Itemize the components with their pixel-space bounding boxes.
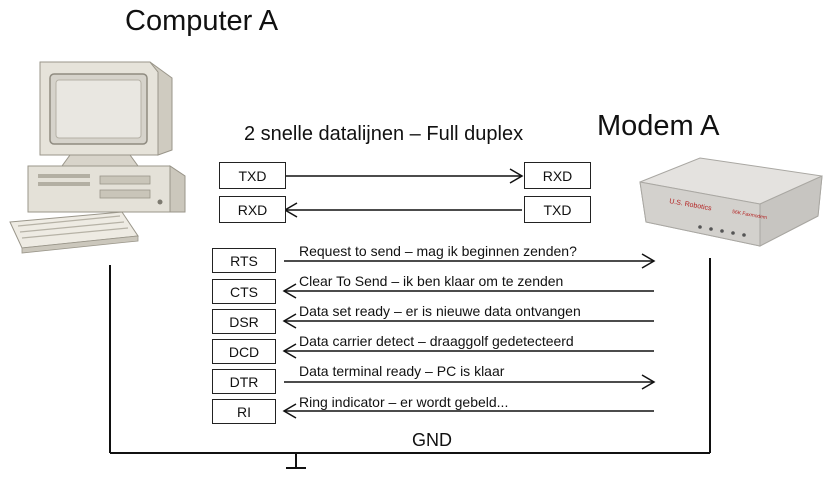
signal-description-dtr: Data terminal ready – PC is klaar bbox=[299, 363, 505, 379]
signal-box-dcd: DCD bbox=[212, 339, 276, 364]
signal-box-dsr: DSR bbox=[212, 309, 276, 334]
modem-led bbox=[698, 225, 702, 229]
computer-label: Computer A bbox=[125, 5, 279, 37]
data-line-left-box-rxd: RXD bbox=[219, 196, 286, 223]
modem-label: Modem A bbox=[597, 110, 720, 142]
signal-box-rts: RTS bbox=[212, 248, 276, 273]
ground-label: GND bbox=[412, 430, 452, 450]
data-line-right-box-rxd: RXD bbox=[524, 162, 591, 189]
data-lines-title: 2 snelle datalijnen – Full duplex bbox=[244, 123, 524, 145]
arrowhead-left bbox=[282, 283, 297, 299]
modem-model-text: 56K Faxmodem bbox=[732, 209, 768, 221]
arrowhead-left bbox=[283, 202, 298, 218]
signal-description-rts: Request to send – mag ik beginnen zenden… bbox=[299, 243, 577, 259]
modem-led bbox=[731, 231, 735, 235]
data-line-left-box-txd: TXD bbox=[219, 162, 286, 189]
data-line-right-box-txd: TXD bbox=[524, 196, 591, 223]
signal-description-dcd: Data carrier detect – draaggolf gedetect… bbox=[299, 333, 574, 349]
signal-box-ri: RI bbox=[212, 399, 276, 424]
modem-brand-text: U.S. Robotics bbox=[669, 198, 713, 212]
signal-description-ri: Ring indicator – er wordt gebeld... bbox=[299, 394, 509, 410]
modem-led bbox=[709, 227, 713, 231]
signal-description-dsr: Data set ready – er is nieuwe data ontva… bbox=[299, 303, 581, 319]
arrowhead-right bbox=[641, 253, 656, 269]
arrowhead-right bbox=[509, 168, 524, 184]
modem-led bbox=[720, 229, 724, 233]
arrowhead-right bbox=[641, 374, 656, 390]
arrowhead-left bbox=[282, 343, 297, 359]
signal-box-cts: CTS bbox=[212, 279, 276, 304]
arrowhead-left bbox=[282, 403, 297, 419]
signal-box-dtr: DTR bbox=[212, 369, 276, 394]
arrowhead-left bbox=[282, 313, 297, 329]
signal-description-cts: Clear To Send – ik ben klaar om te zende… bbox=[299, 273, 564, 289]
modem-led bbox=[742, 233, 746, 237]
